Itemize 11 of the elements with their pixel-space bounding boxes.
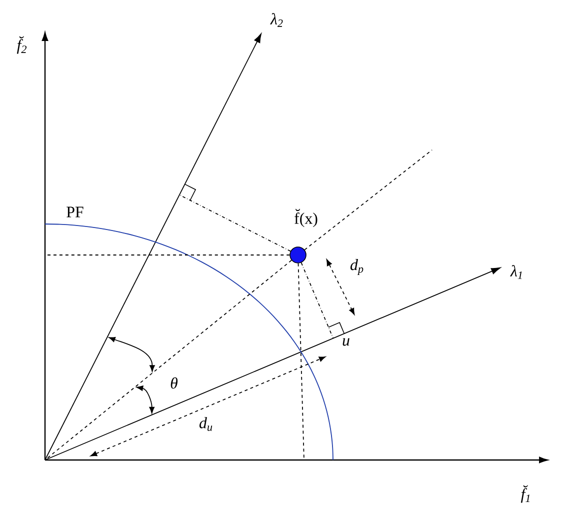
dimension-label: d$_{p}$ xyxy=(348,258,366,276)
axis-label: f̆$_{1}$ xyxy=(520,484,532,504)
solution-point xyxy=(290,246,306,264)
axis-label: λ$_{2}$ xyxy=(270,12,284,28)
curve-label: PF xyxy=(65,206,85,218)
axis-label: λ$_{1}$ xyxy=(510,264,524,280)
axis-label: f̆$_{2}$ xyxy=(16,35,28,55)
point-label: f̆(x) xyxy=(294,208,318,228)
point-label: u xyxy=(341,337,351,347)
dimension-label: d$_{u}$ xyxy=(198,416,214,432)
angle-label: θ xyxy=(169,376,179,390)
